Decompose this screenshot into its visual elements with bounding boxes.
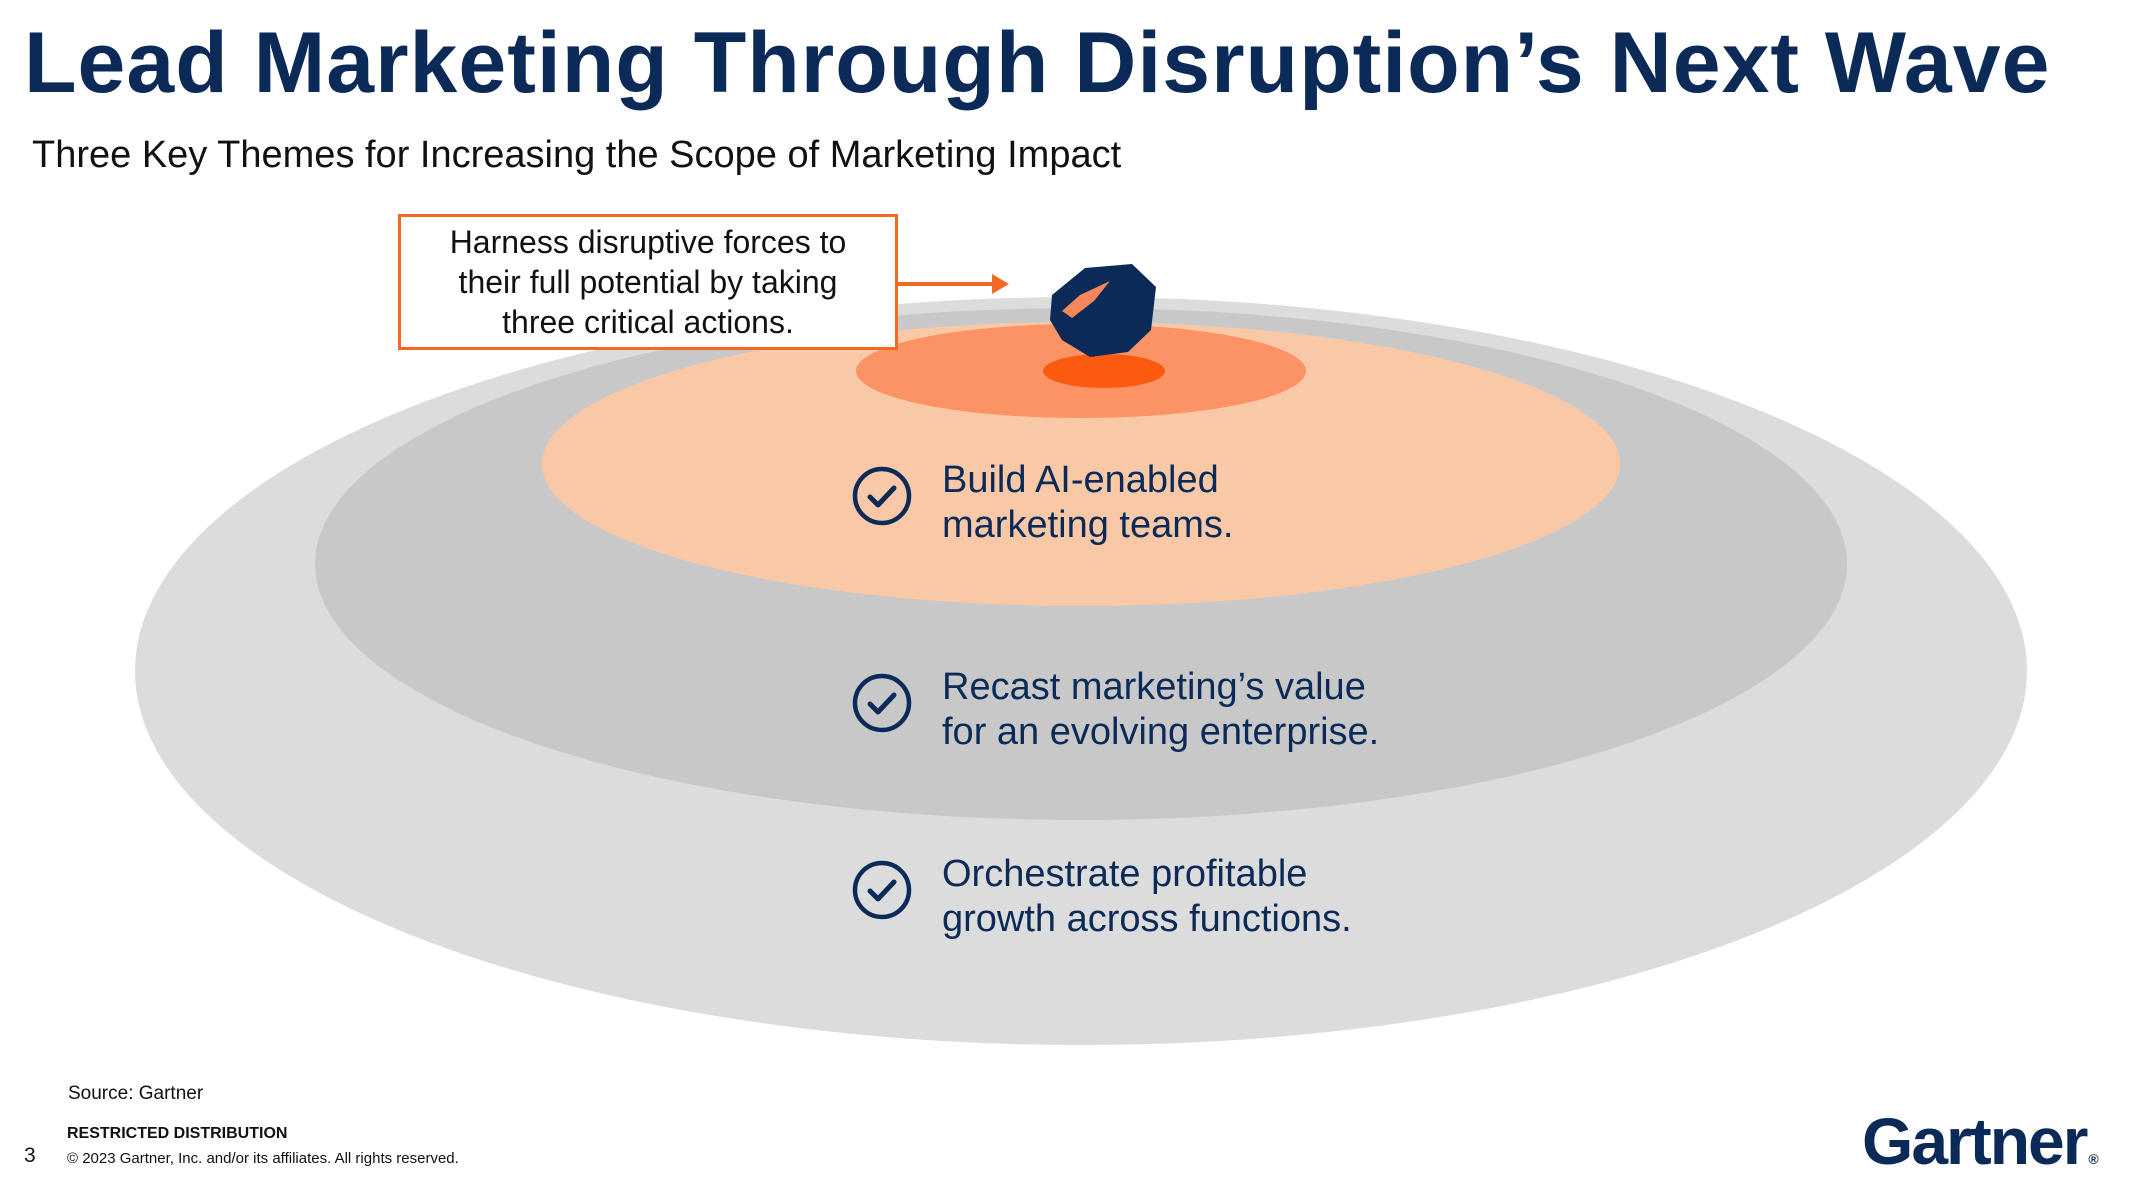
callout-arrow xyxy=(882,274,1009,294)
rock-icon xyxy=(1050,264,1156,357)
theme-item-orchestrate-growth: Orchestrate profitable growth across fun… xyxy=(852,852,1382,942)
check-circle-icon xyxy=(852,673,912,733)
source-note: Source: Gartner xyxy=(68,1083,204,1104)
theme-item-ai-teams: Build AI-enabled marketing teams. xyxy=(852,458,1302,548)
theme-text: Recast marketing’s value for an evolving… xyxy=(942,666,1380,753)
core-center xyxy=(1043,354,1165,388)
copyright-notice: © 2023 Gartner, Inc. and/or its affiliat… xyxy=(67,1150,459,1167)
page-number: 3 xyxy=(24,1144,36,1167)
check-circle-icon xyxy=(852,466,912,526)
check-circle-icon xyxy=(852,860,912,920)
theme-item-recast-value: Recast marketing’s value for an evolving… xyxy=(852,665,1412,755)
restricted-label: RESTRICTED DISTRIBUTION xyxy=(67,1125,288,1142)
logo-text: Gartner xyxy=(1862,1104,2088,1178)
inner-ring xyxy=(542,322,1620,606)
gartner-logo: Gartner® xyxy=(1862,1103,2099,1179)
callout-box: Harness disruptive forces to their full … xyxy=(398,214,898,350)
theme-text: Orchestrate profitable growth across fun… xyxy=(942,853,1352,940)
callout-text: Harness disruptive forces to their full … xyxy=(449,224,847,340)
theme-text: Build AI-enabled marketing teams. xyxy=(942,459,1234,546)
registered-mark: ® xyxy=(2088,1151,2099,1167)
page-title: Lead Marketing Through Disruption’s Next… xyxy=(24,15,2051,111)
page-subtitle: Three Key Themes for Increasing the Scop… xyxy=(32,134,1122,176)
